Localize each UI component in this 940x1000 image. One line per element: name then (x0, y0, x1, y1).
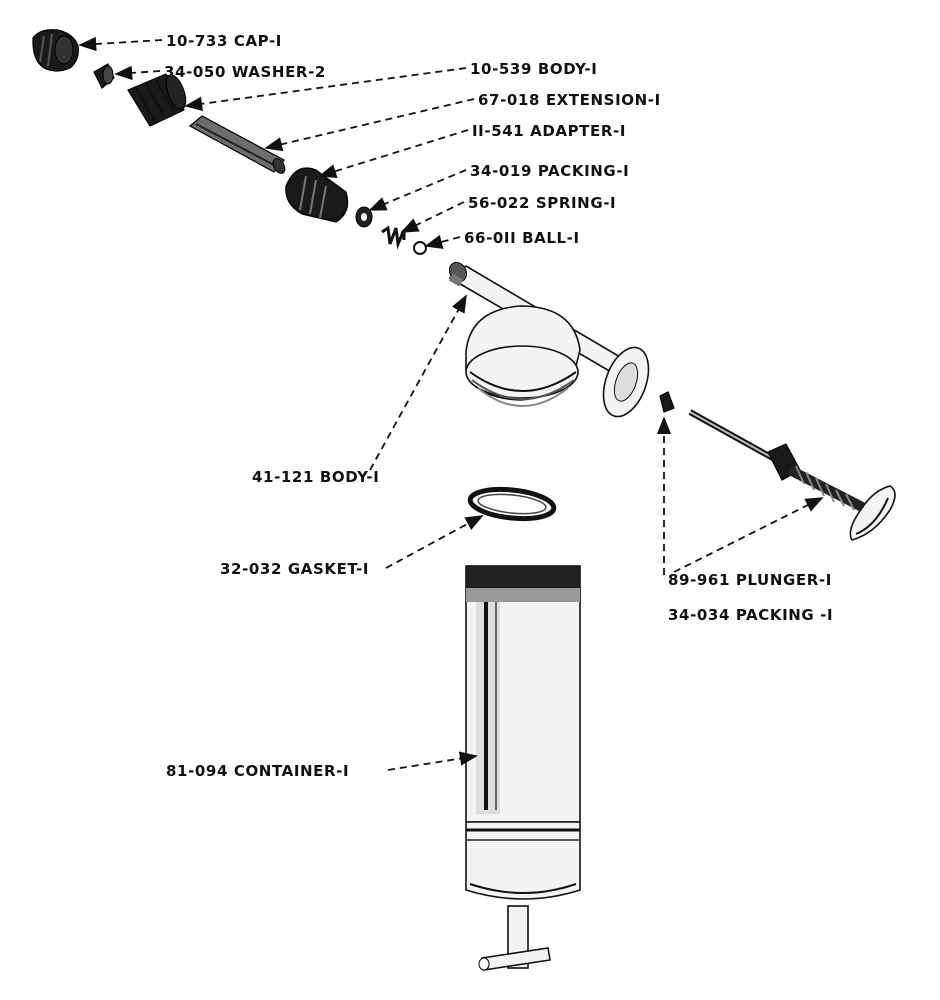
cap-part (32, 29, 79, 72)
label-washer: 34-050 WASHER-2 (164, 63, 326, 81)
label-ball: 66-0II BALL-I (464, 229, 580, 247)
part-labels: 10-733 CAP-I 34-050 WASHER-2 10-539 BODY… (164, 32, 833, 780)
label-gasket: 32-032 GASKET-I (220, 560, 369, 578)
gasket-part (467, 486, 557, 522)
plunger-part (688, 409, 896, 541)
label-packing-034: 34-034 PACKING -I (668, 606, 833, 624)
label-container: 81-094 CONTAINER-I (166, 762, 349, 780)
label-extension: 67-018 EXTENSION-I (478, 91, 661, 109)
ball-part (413, 241, 427, 255)
extension-part (188, 115, 286, 174)
main-body-part (448, 261, 650, 418)
packing-019-part (355, 206, 373, 228)
label-plunger: 89-961 PLUNGER-I (668, 571, 832, 589)
spring-part (381, 225, 406, 250)
label-spring: 56-022 SPRING-I (468, 194, 616, 212)
leader-lines (78, 36, 824, 771)
label-body-main: 41-121 BODY-I (252, 468, 379, 486)
adapter-part (285, 167, 349, 223)
container-part (465, 565, 581, 971)
packing-034-part (659, 391, 675, 413)
label-body-small: 10-539 BODY-I (470, 60, 597, 78)
small-body-part (127, 73, 187, 127)
washer-part (93, 63, 115, 89)
label-packing-019: 34-019 PACKING-I (470, 162, 629, 180)
label-cap: 10-733 CAP-I (166, 32, 282, 50)
label-adapter: II-541 ADAPTER-I (472, 122, 626, 140)
